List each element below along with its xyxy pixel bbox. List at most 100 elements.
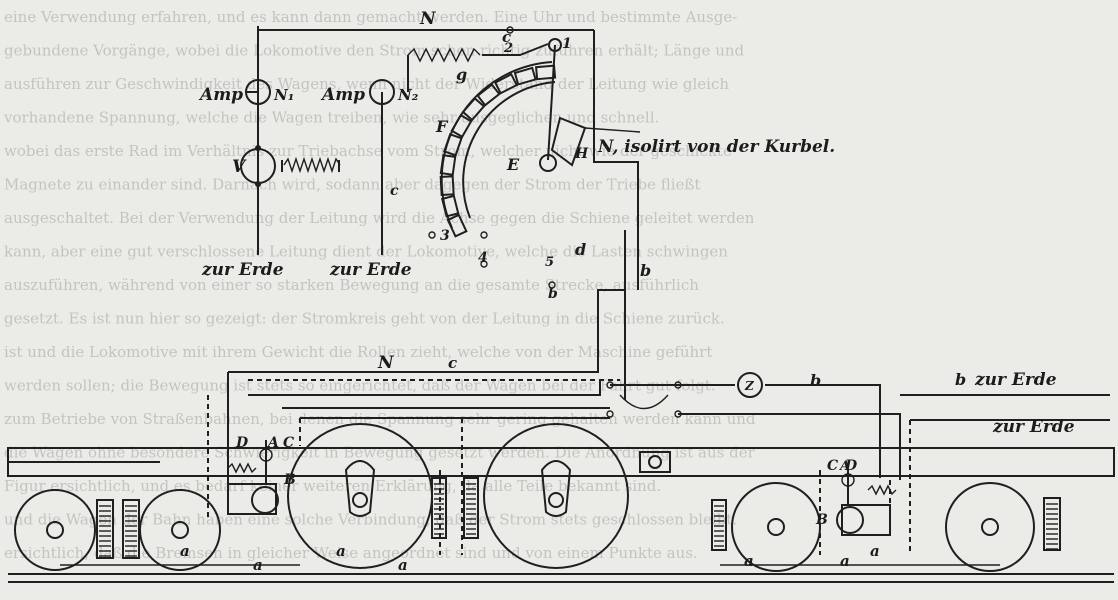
- label-B-left: B: [283, 472, 296, 488]
- brake-shoe: [1043, 497, 1061, 551]
- label-c-top: c: [502, 28, 511, 46]
- resistance-contact: [513, 66, 537, 86]
- resistance-contact: [476, 83, 501, 107]
- ammeter-1-sub: N₁: [273, 86, 294, 104]
- upper-circuit: [246, 26, 595, 255]
- crank-handle-icon: [539, 154, 557, 172]
- contact-2: 2: [503, 41, 513, 56]
- label-A-left: A: [266, 435, 279, 451]
- contact-4: 4: [478, 250, 488, 266]
- resistance-contact: [535, 64, 557, 81]
- axle-icon: [171, 521, 189, 539]
- label-N-top: N: [419, 9, 437, 29]
- label-a6: a: [840, 552, 850, 570]
- ground-label-2: zur Erde: [329, 260, 412, 280]
- crank-pin-icon: [352, 492, 368, 508]
- crank-pin-icon: [548, 492, 564, 508]
- locomotive: [7, 447, 1115, 477]
- field-coil: [283, 156, 341, 174]
- label-c-left: c: [390, 183, 399, 199]
- controller: [439, 38, 641, 400]
- resistance-contact: [439, 154, 457, 176]
- background-text-line: ist und die Lokomotive mit ihrem Gewicht…: [4, 343, 712, 361]
- contact-5: 5: [545, 255, 554, 270]
- background-text-line: ausgeschaltet. Bei der Verwendung der Le…: [4, 209, 755, 227]
- label-a3: a: [336, 542, 346, 560]
- ammeter-2-sub: N₂: [397, 86, 419, 104]
- coupling-icon: [648, 455, 662, 469]
- label-D-right: D: [844, 458, 858, 474]
- background-text-line: ausführen zur Geschwindigkeit des Wagens…: [4, 75, 729, 93]
- wiring: [207, 289, 1110, 555]
- ammeter-1-label: Amp: [198, 85, 243, 105]
- motor-left: [227, 440, 279, 515]
- background-text-line: kann, aber eine gut verschlossene Leitun…: [4, 243, 728, 261]
- background-text-line: auszuführen, während von einer so starke…: [4, 276, 699, 294]
- background-text-line: eine Verwendung erfahren, und es kann da…: [4, 8, 737, 26]
- label-c-mid: c: [448, 354, 457, 372]
- resistance-contact: [443, 133, 463, 157]
- label-d: d: [575, 240, 586, 259]
- label-a4: a: [398, 556, 408, 574]
- label-b3: b: [955, 370, 966, 389]
- label-N-mid: N: [377, 353, 395, 373]
- background-text-line: gebundene Vorgänge, wobei die Lokomotive…: [4, 42, 745, 60]
- label-C-left: C: [283, 435, 294, 451]
- brake-shoe: [463, 477, 479, 539]
- axle-icon: [46, 521, 64, 539]
- label-D-left: D: [235, 435, 249, 451]
- brake-shoes: [96, 477, 1061, 559]
- label-b2: b: [810, 371, 821, 390]
- background-text-line: Magnete zu einander sind. Darnach wird, …: [4, 176, 700, 194]
- resistance-contact: [461, 97, 486, 122]
- motor-symbol-label: Z: [744, 379, 755, 393]
- wheel: [731, 482, 821, 572]
- label-a5: a: [744, 552, 754, 570]
- resistance-contact: [439, 175, 455, 197]
- wheel: [483, 423, 629, 569]
- axle-icon: [767, 518, 785, 536]
- label-a1: a: [180, 542, 190, 560]
- wheel: [14, 489, 96, 571]
- rails: [8, 564, 1114, 583]
- labels: Amp N₁ Amp N₂ V N, isolirt von der Kurbe…: [180, 9, 1075, 574]
- ground-label-4: zur Erde: [992, 417, 1075, 437]
- motor-right: [836, 470, 897, 536]
- ground-label-1: zur Erde: [201, 260, 284, 280]
- label-E: E: [506, 155, 520, 174]
- background-text: eine Verwendung erfahren, und es kann da…: [3, 8, 756, 562]
- background-text-line: ersichtlich, daß die Bremsen in gleicher…: [4, 544, 698, 562]
- background-text-line: vorhandene Spannung, welche die Wagen tr…: [3, 109, 659, 127]
- resistance-spring-top: [407, 47, 481, 63]
- contact-1: 1: [562, 36, 572, 52]
- label-C-right: C: [827, 458, 838, 474]
- brake-shoe: [431, 477, 447, 539]
- resistance-contact: [493, 72, 519, 95]
- isolation-note: N, isolirt von der Kurbel.: [597, 137, 835, 157]
- contact-3: 3: [440, 228, 450, 244]
- background-text-line: Figur ersichtlich, und es bedarf keiner …: [4, 477, 661, 495]
- label-H: H: [574, 146, 589, 162]
- label-A-right: A: [838, 459, 850, 474]
- resistance-contacts: [439, 64, 557, 238]
- motor-symbol-icon: [737, 372, 763, 398]
- background-text-line: gesetzt. Es ist nun hier so gezeigt: der…: [4, 310, 725, 328]
- ground-label-3: zur Erde: [974, 370, 1057, 390]
- wheel: [945, 482, 1035, 572]
- resistance-contact: [440, 194, 460, 218]
- brake-shoe: [711, 499, 727, 551]
- brake-shoe: [96, 499, 114, 559]
- crank-pivot-icon: [548, 38, 562, 52]
- ammeter-2-icon: [369, 79, 395, 105]
- ammeter-1-icon: [245, 79, 271, 105]
- label-g: g: [456, 65, 467, 84]
- label-a7: a: [870, 542, 880, 560]
- label-b1: b: [640, 261, 651, 280]
- label-F: F: [435, 117, 449, 136]
- label-b4: b: [548, 286, 558, 302]
- brake-shoe: [122, 499, 140, 559]
- voltmeter-label: V: [232, 157, 247, 177]
- axle-icon: [981, 518, 999, 536]
